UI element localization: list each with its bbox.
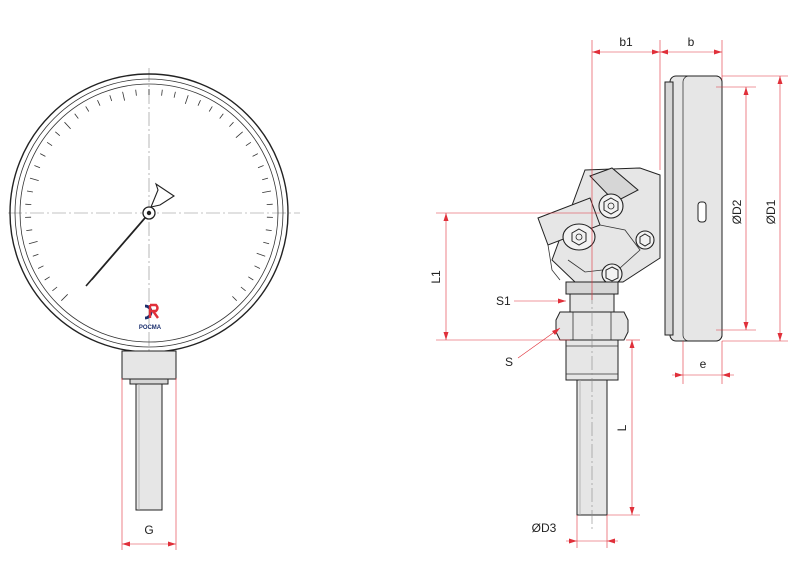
dial-scale-ticks	[25, 89, 273, 301]
dial-tick	[85, 106, 90, 112]
dial-tick	[29, 177, 39, 181]
dial-tick	[74, 113, 79, 119]
case-body	[669, 75, 723, 342]
dim-e: e	[672, 341, 734, 384]
label-d1: ØD1	[764, 199, 778, 224]
logo-text: РОСМА	[139, 325, 162, 331]
dial-tick	[208, 106, 213, 112]
dial-tick	[173, 91, 176, 98]
label-b: b	[688, 35, 695, 49]
dial-tick	[197, 100, 201, 106]
dial-tick	[229, 121, 234, 127]
dial-tick	[64, 121, 71, 130]
dial-tick	[26, 229, 33, 231]
dial-tick	[61, 294, 68, 301]
dial-tick	[40, 153, 46, 157]
label-d3: ØD3	[532, 521, 557, 535]
dim-g: G	[121, 378, 177, 550]
dim-s1: S1	[496, 294, 566, 308]
dial-tick	[37, 265, 44, 269]
pointer	[85, 182, 176, 287]
dim-b1-b: b1 b	[591, 35, 723, 300]
dim-l: L	[607, 339, 640, 516]
bolt-side	[635, 230, 655, 250]
dial-tick	[34, 165, 41, 169]
dial-tick	[46, 141, 53, 147]
dial-tick	[262, 177, 269, 181]
dial-tick	[235, 131, 243, 139]
dial-tick	[161, 89, 163, 96]
dim-d2-d1: ØD2 ØD1	[716, 75, 788, 342]
dial-tick	[97, 100, 101, 106]
dial-tick	[265, 229, 272, 231]
bracket-arm-top	[589, 167, 639, 203]
bolt-upper	[598, 193, 624, 219]
front-socket-collar	[129, 378, 169, 385]
label-g: G	[144, 523, 153, 537]
dial-tick	[254, 265, 261, 269]
logo-r-icon	[148, 303, 159, 319]
front-stem	[135, 383, 163, 511]
dial-tick	[252, 153, 258, 157]
dial-tick	[44, 276, 50, 281]
dial-tick	[248, 276, 254, 281]
dim-l1: L1	[429, 212, 600, 341]
dial-tick	[26, 190, 33, 193]
dial-tick	[256, 252, 266, 257]
dial-tick	[28, 241, 38, 245]
case-rim	[664, 81, 674, 336]
dial-tick	[55, 131, 61, 137]
label-l1: L1	[429, 270, 443, 284]
dial-tick	[257, 165, 264, 169]
bracket-body	[551, 167, 661, 283]
dial-tick	[262, 190, 272, 193]
dial-tick	[184, 95, 189, 105]
dial-tick	[135, 89, 137, 96]
dial-tick	[240, 286, 246, 292]
dial-face	[19, 83, 279, 343]
label-d2: ØD2	[730, 199, 744, 224]
dial-tick	[232, 296, 237, 301]
dial-tick	[52, 286, 58, 292]
bolt-middle	[562, 223, 596, 251]
label-s: S	[505, 355, 513, 369]
label-b1: b1	[619, 35, 633, 49]
dim-s: S	[505, 327, 561, 369]
dial-tick	[263, 241, 270, 245]
front-view: РОСМА G	[8, 68, 300, 550]
inner-bezel	[14, 78, 284, 348]
side-view: b1 b ØD2 ØD1 L1	[429, 35, 788, 548]
dial-tick	[109, 95, 113, 102]
case-vent	[697, 201, 707, 223]
dim-d3: ØD3	[532, 515, 618, 548]
dial-tick	[122, 91, 125, 101]
bolt-lower	[601, 263, 623, 285]
label-l: L	[615, 424, 629, 431]
rosma-logo: РОСМА	[139, 303, 162, 331]
front-socket	[121, 350, 177, 380]
dial-tick	[219, 113, 224, 119]
label-s1: S1	[496, 294, 511, 308]
label-e: e	[700, 357, 707, 371]
dial-tick	[245, 141, 252, 147]
dial-tick	[32, 253, 39, 257]
